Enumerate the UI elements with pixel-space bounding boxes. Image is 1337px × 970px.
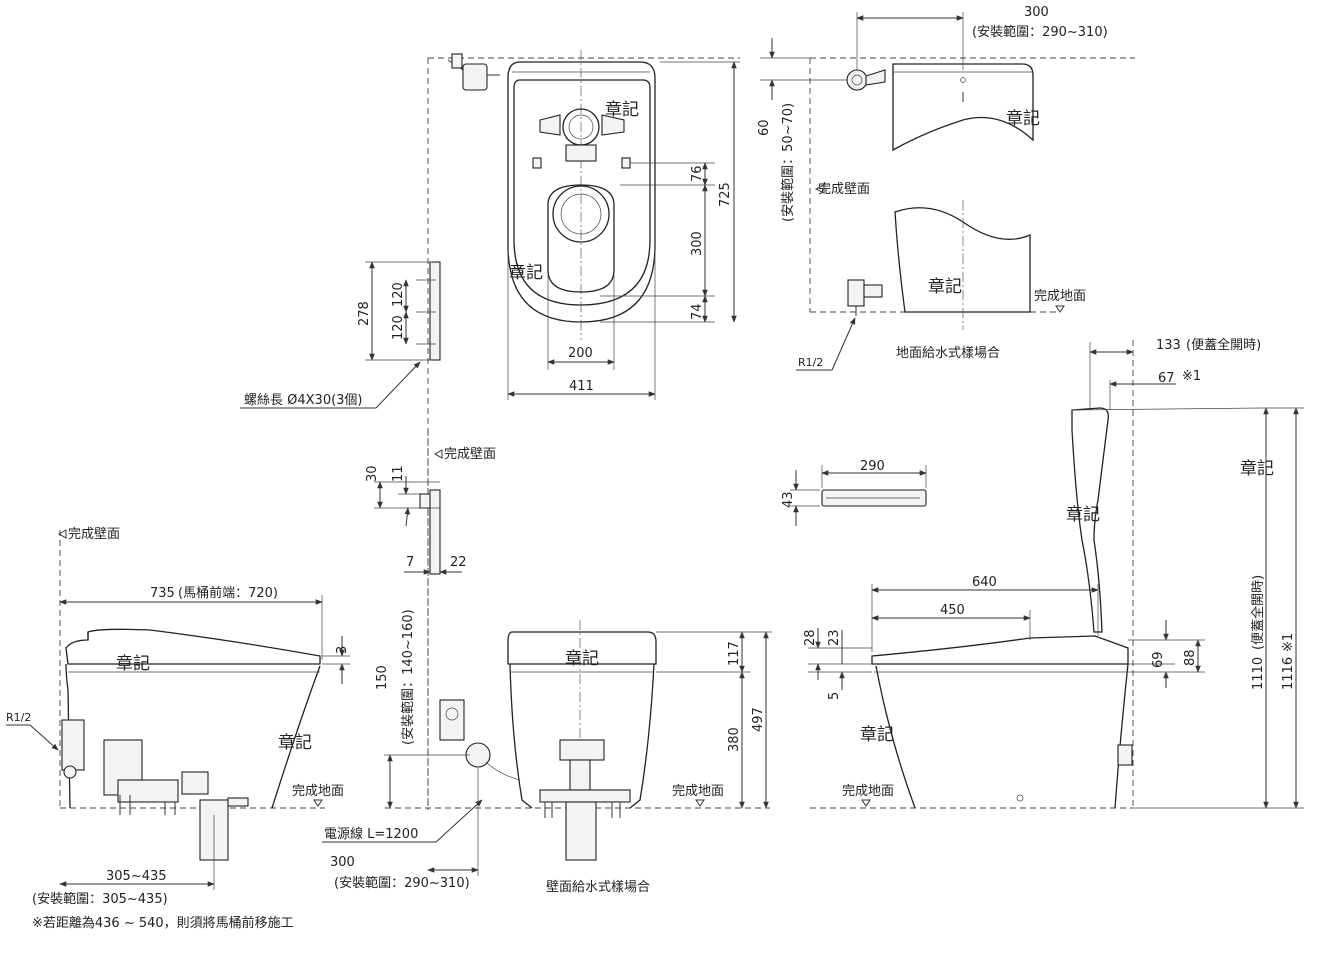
dim-76: 76 xyxy=(690,165,705,182)
dim-22: 22 xyxy=(450,555,467,570)
dim-69: 69 xyxy=(1151,651,1166,668)
dim-735: 735 xyxy=(150,586,175,601)
dim-150: 150 xyxy=(375,665,390,690)
left-side-view: 完成壁面 章記 章記 R1/2 完成地面 xyxy=(6,527,350,931)
mark-label: 章記 xyxy=(565,649,599,669)
footnote: ※若距離為436 ~ 540，則須將馬桶前移施工 xyxy=(32,915,294,931)
dim-380: 380 xyxy=(727,727,742,752)
dim-3: 3 xyxy=(335,646,350,654)
dim-640: 640 xyxy=(972,575,997,590)
dim-117: 117 xyxy=(727,641,742,666)
range-305-435: (安裝範圍：305~435) xyxy=(32,892,168,907)
floor-supply-view: 章記 300 (安裝範圍：290~310) 60 (安裝範圍：50~70) 完成… xyxy=(757,5,1135,371)
dim-60: 60 xyxy=(757,119,772,136)
range-290-310-top: (安裝範圍：290~310) xyxy=(972,25,1108,40)
dim-67: 67 xyxy=(1158,371,1175,386)
r12-label-side: R1/2 xyxy=(6,711,31,724)
mark-label: 章記 xyxy=(1066,505,1100,525)
remote-control: 290 43 xyxy=(781,459,927,526)
note-1-side: ※1 xyxy=(1281,633,1296,652)
dim-11: 11 xyxy=(391,465,406,482)
mark-label: 章記 xyxy=(278,733,312,753)
dim-411: 411 xyxy=(569,379,594,394)
supply-valve-icon xyxy=(846,69,886,91)
mark-label: 章記 xyxy=(116,654,150,674)
dim-1110: 1110 xyxy=(1251,657,1266,690)
dim-133: 133 xyxy=(1156,338,1181,353)
dim-300-vertical: 300 xyxy=(690,231,705,256)
dim-30: 30 xyxy=(365,465,380,482)
finished-wall-label: 完成壁面 xyxy=(818,182,870,197)
dim-74: 74 xyxy=(690,303,705,320)
floor-valve-icon xyxy=(847,279,883,316)
finished-wall-label: 完成壁面 xyxy=(68,527,120,542)
floor-supply-label: 地面給水式樣場合 xyxy=(896,346,1000,361)
top-plan-view: 章記 章記 76 300 74 725 200 411 278 xyxy=(240,50,740,810)
note-1-top: ※1 xyxy=(1182,369,1201,384)
mark-label: 章記 xyxy=(605,100,639,120)
front-view: 完成壁面 30 11 7 22 章記 xyxy=(322,430,772,895)
dim-5: 5 xyxy=(827,692,842,700)
mark-label: 章記 xyxy=(860,725,894,745)
dim-725: 725 xyxy=(718,182,733,207)
finished-floor-label: 完成地面 xyxy=(1034,289,1086,304)
wall-supply-label: 壁面給水式樣場合 xyxy=(546,880,650,895)
dim-120-lower: 120 xyxy=(391,315,406,340)
range-50-70: (安裝範圍：50~70) xyxy=(781,103,796,222)
internal-plumbing xyxy=(61,719,249,861)
finished-floor-label: 完成地面 xyxy=(672,784,724,799)
lid-open-label-side: (便蓋全開時) xyxy=(1250,575,1266,650)
power-cord-label: 電源線 L=1200 xyxy=(324,826,418,842)
dim-1116: 1116 xyxy=(1281,657,1296,690)
dim-300-top: 300 xyxy=(1024,5,1049,20)
front-plumbing xyxy=(539,739,631,861)
dim-120-upper: 120 xyxy=(391,282,406,307)
dim-43: 43 xyxy=(781,491,796,508)
dim-7: 7 xyxy=(406,555,414,570)
water-valve-icon xyxy=(447,53,500,91)
finished-floor-label: 完成地面 xyxy=(292,784,344,799)
dim-88: 88 xyxy=(1183,649,1198,666)
dim-23: 23 xyxy=(827,629,842,646)
finished-floor-label: 完成地面 xyxy=(842,784,894,799)
dim-450: 450 xyxy=(940,603,965,618)
dim-278: 278 xyxy=(357,301,372,326)
right-side-view: 章記 章記 章記 完成地面 133 (便蓋全開時) 67 ※1 640 450 xyxy=(803,337,1304,809)
dim-497: 497 xyxy=(751,707,766,732)
range-140-160: (安裝範圍：140~160) xyxy=(401,609,416,745)
dim-300-front: 300 xyxy=(330,855,355,870)
mark-label: 章記 xyxy=(1006,109,1040,129)
r12-label-top: R1/2 xyxy=(798,356,823,369)
screw-label: 螺絲長 Ø4X30(3個) xyxy=(244,393,363,408)
dim-200: 200 xyxy=(568,346,593,361)
dim-28: 28 xyxy=(803,629,818,646)
finished-wall-label: 完成壁面 xyxy=(444,447,496,462)
mark-label: 章記 xyxy=(509,263,543,283)
range-290-310-front: (安裝範圍：290~310) xyxy=(334,876,470,891)
dim-735-note: (馬桶前端：720) xyxy=(178,585,278,601)
dim-290: 290 xyxy=(860,459,885,474)
dim-305-435: 305~435 xyxy=(106,869,167,884)
mark-label: 章記 xyxy=(928,277,962,297)
mark-label: 章記 xyxy=(1240,459,1274,479)
lid-open-label-top: (便蓋全開時) xyxy=(1186,337,1261,353)
